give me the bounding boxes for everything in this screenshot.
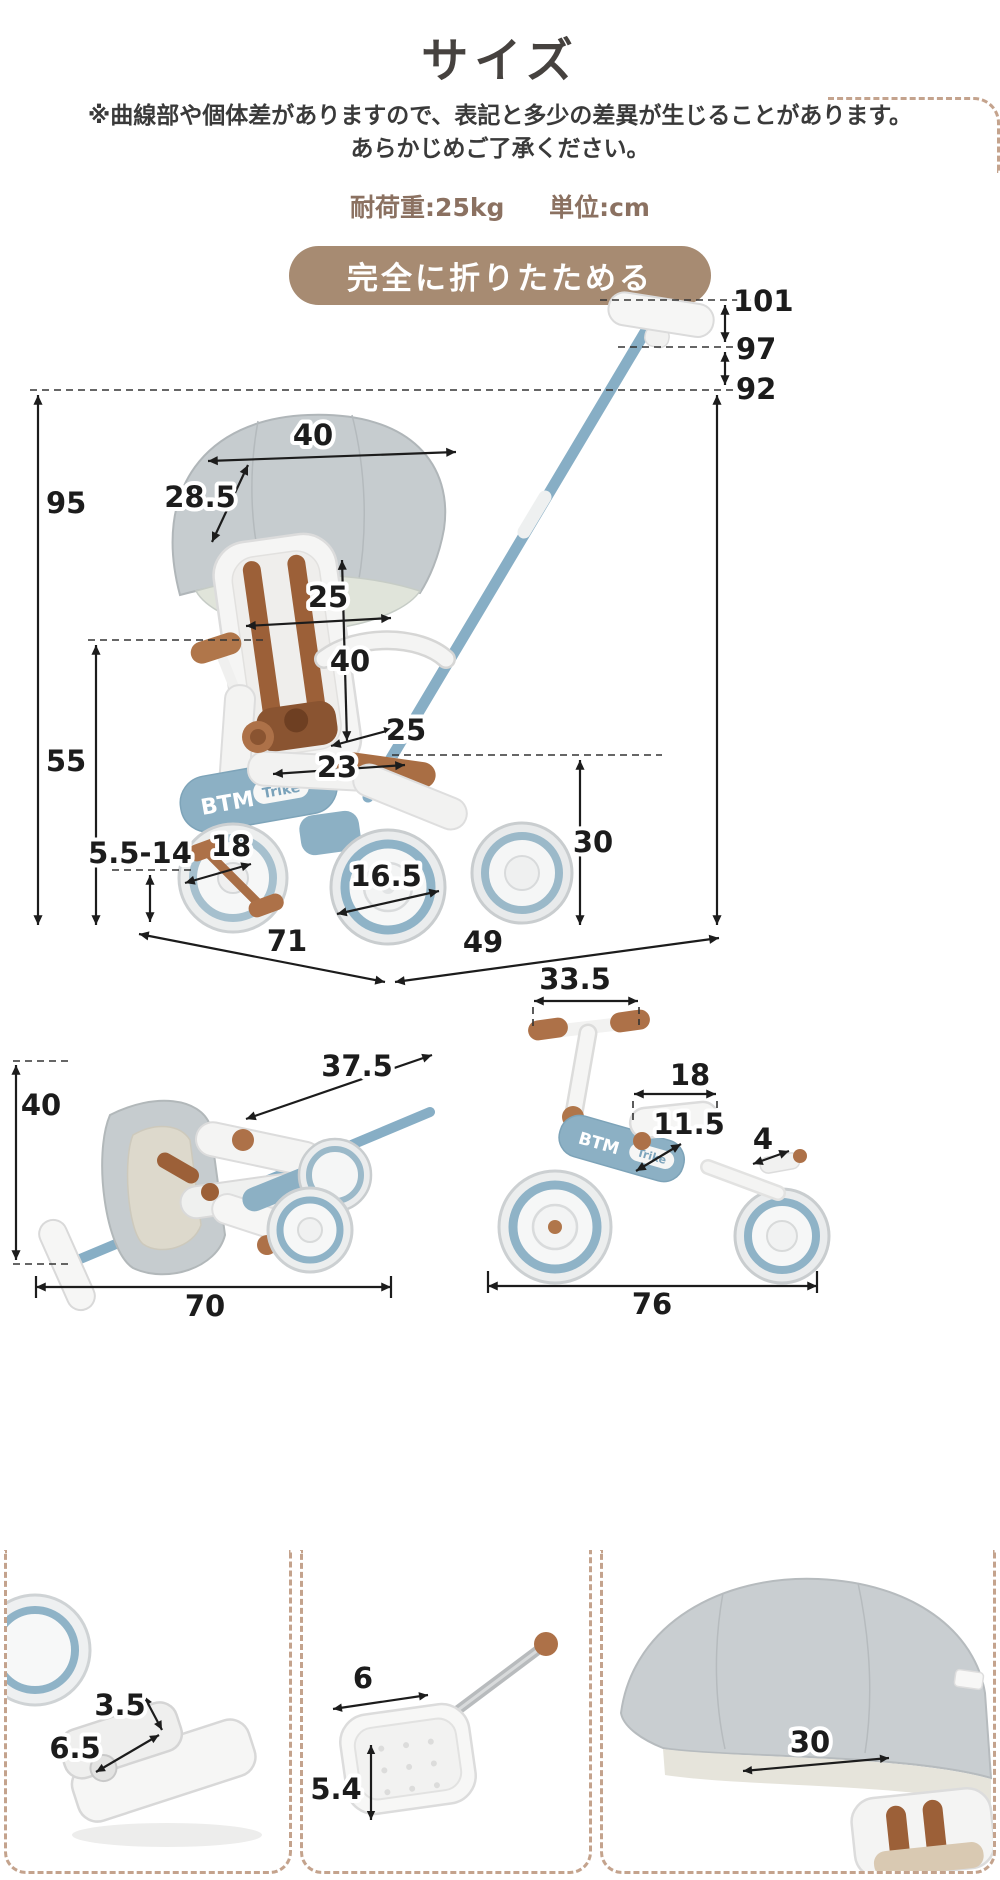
unit-label: 単位:cm [549,193,650,222]
detail-panel-pedal: 6 5.4 [300,1550,592,1874]
pedal-dimension-lines [332,1692,429,1820]
dim-pedal-a: 6 [353,1661,373,1695]
bike-front-wheel-icon [497,1169,613,1285]
dim-front-wheel: 18 [211,829,251,863]
disclaimer-line2: あらかじめご了承ください。 [350,136,650,163]
dim-handlebar-width: 33.5 [539,962,611,996]
folded-dimension-labels: 40 37.5 70 [17,1045,397,1327]
balance-bike-illustration: BTM Trike [497,1009,831,1285]
rear-wheel-far-icon [470,821,574,925]
clamp-illustration [7,1593,262,1847]
dim-seat-front-width: 23 [317,750,357,784]
disclaimer-note: ※曲線部や個体差がありますので、表記と多少の差異が生じることがあります。 あらか… [0,100,1000,167]
dim-overall-height: 95 [46,486,86,520]
dim-saddle-length: 18 [670,1058,710,1092]
dim-seat-depth: 25 [386,713,426,747]
dim-clamp-b: 6.5 [49,1731,100,1765]
dim-length-front: 71 [267,924,307,958]
dim-handle-mid: 97 [736,332,776,366]
dim-clamp-a: 3.5 [94,1688,145,1722]
dim-folded-height: 40 [21,1088,61,1122]
dim-rear-height: 30 [573,825,613,859]
page-title: サイズ [421,34,579,89]
clamp-detail-diagram: 3.5 6.5 [7,1593,262,1847]
load-capacity-label: 耐荷重:25kg [350,193,505,222]
main-dimension-labels: 101 97 92 95 40 28.5 25 40 25 23 55 5.5-… [42,280,798,963]
dim-canopy-width: 40 [293,418,333,452]
detail-panels: 3.5 6.5 [4,1550,996,1874]
main-dimension-lines [30,299,753,986]
dim-backrest-height: 40 [330,644,370,678]
foldable-badge: 完全に折りたためる [289,246,711,305]
folded-dimension-lines [11,1053,433,1298]
dim-folded-width: 70 [185,1289,225,1323]
canopy-dimension-lines [742,1754,890,1775]
clamp-dimension-lines [95,1695,163,1773]
dim-canopy-depth: 28.5 [164,480,236,514]
pedal-illustration [339,1632,558,1816]
pedal-detail-diagram: 6 5.4 [306,1632,558,1820]
dim-length-rear: 49 [463,925,503,959]
armrest-icon [314,630,456,669]
trike-illustration: BTM Trike [171,291,715,946]
dim-handle-low: 92 [736,372,776,406]
dim-saddle-width: 11.5 [653,1107,725,1141]
dim-canopy-width-detail: 30 [790,1725,830,1759]
dim-rear-wheel: 16.5 [350,859,422,893]
dim-saddle-range: 5.5-14 [88,836,192,870]
balance-bike-diagram: BTM Trike [486,958,831,1325]
dim-pedal-width: 4 [753,1122,773,1156]
dashed-corner-decoration [828,97,1000,173]
bike-rear-wheel-icon [733,1187,831,1285]
folded-trike-illustration [38,1099,435,1312]
dim-pedal-b: 5.4 [310,1772,361,1806]
bike-dimension-lines [486,996,819,1293]
dim-seat-floor-height: 55 [46,744,86,778]
spec-meta: 耐荷重:25kg 単位:cm [0,188,1000,224]
dim-handle-top: 101 [733,284,794,318]
main-trike-diagram: BTM Trike [30,280,798,986]
dim-bike-length: 76 [632,1287,672,1321]
folded-trike-diagram: 40 37.5 70 [11,1045,435,1327]
detail-panel-clamp: 3.5 6.5 [4,1550,292,1874]
disclaimer-line1: ※曲線部や個体差がありますので、表記と多少の差異が生じることがあります。 [87,103,913,129]
canopy-detail-diagram: 30 [619,1577,993,1871]
dim-seat-width: 25 [308,580,348,614]
detail-panel-canopy: 30 [600,1550,996,1874]
bike-dimension-labels: 33.5 18 11.5 4 76 [535,958,777,1325]
dim-folded-bar: 37.5 [321,1049,393,1083]
